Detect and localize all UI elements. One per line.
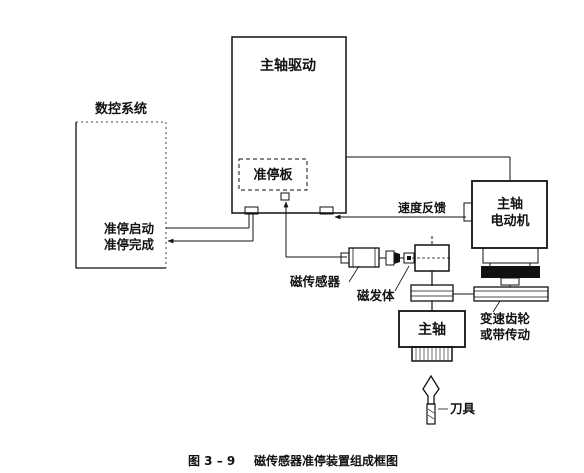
spindle-motor: 主轴 电动机 — [463, 180, 548, 287]
magnetic-sensor-label: 磁传感器 — [289, 274, 341, 289]
spindle-drive-block: 主轴驱动 准停板 — [231, 36, 347, 215]
orient-start-label: 准停启动 — [104, 221, 155, 236]
cutting-tool: 刀具 — [422, 374, 476, 425]
orient-board-label: 准停板 — [253, 167, 293, 183]
orient-complete-label: 准停完成 — [104, 237, 155, 252]
magnet-label: 磁发体 — [356, 288, 395, 303]
cnc-system-label: 数控系统 — [95, 101, 147, 117]
motor-pulley — [473, 286, 549, 302]
tool-label: 刀具 — [450, 401, 476, 416]
speed-feedback-label: 速度反馈 — [398, 200, 446, 215]
magnetic-sensor: 磁传感器 — [289, 247, 404, 289]
caption-number: 图 3 – 9 — [188, 454, 235, 468]
sensor-signal-line — [283, 201, 347, 258]
gear-label-line2: 或带传动 — [480, 327, 531, 342]
magnet: 磁发体 — [356, 252, 415, 303]
spindle-pulley — [410, 284, 454, 302]
spindle-assembly: 主轴 — [398, 236, 474, 362]
gear-label-line1: 变速齿轮 — [480, 311, 531, 326]
speed-feedback-line: 速度反馈 — [334, 200, 466, 220]
orient-board-box — [238, 158, 308, 191]
spindle-label: 主轴 — [418, 321, 446, 338]
spindle-drive-label: 主轴驱动 — [260, 57, 316, 74]
spindle-motor-label-2: 电动机 — [490, 213, 529, 229]
gear-transmission: 变速齿轮 或带传动 — [480, 300, 531, 342]
caption-title: 磁传感器准停装置组成框图 — [253, 453, 398, 468]
spindle-motor-label-1: 主轴 — [497, 196, 523, 212]
orient-signal-lines — [166, 214, 254, 244]
figure-caption: 图 3 – 9 磁传感器准停装置组成框图 — [188, 453, 398, 468]
cnc-system-block: 数控系统 准停启动 准停完成 — [75, 101, 167, 269]
